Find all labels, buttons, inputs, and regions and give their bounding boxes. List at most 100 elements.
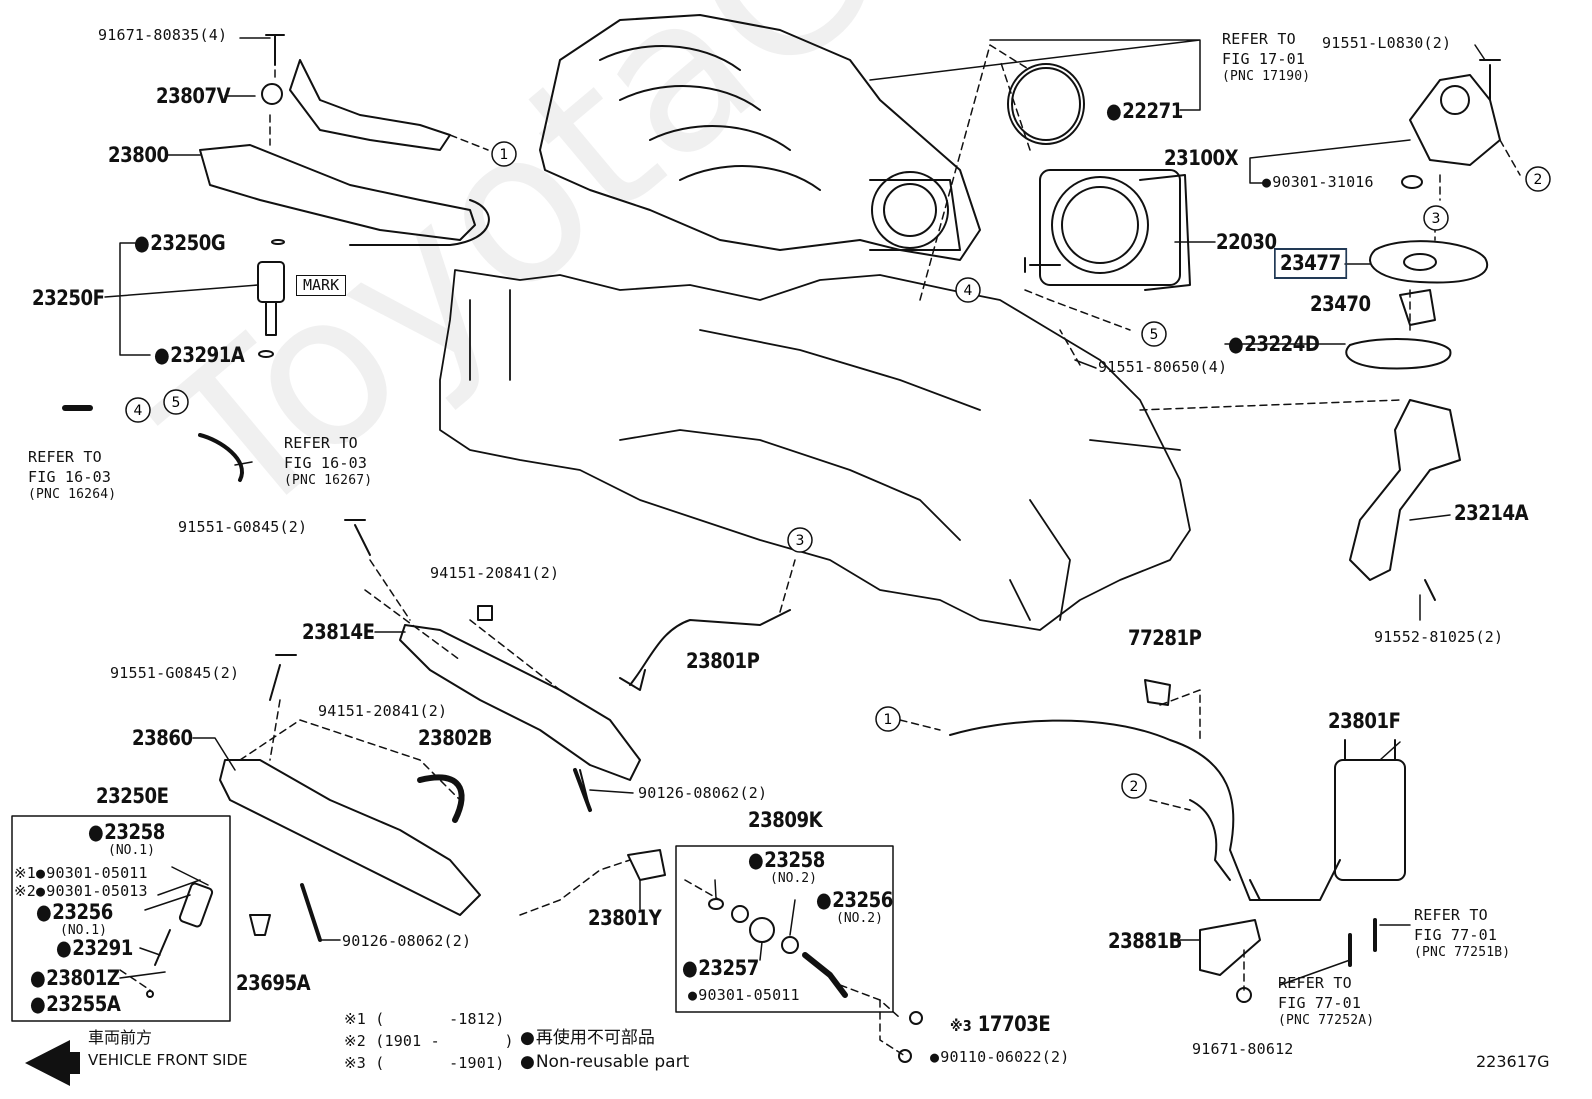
part-label-22271[interactable]: 22271 <box>1106 101 1183 122</box>
part-label-91551-g0845-b[interactable]: 91551-G0845(2) <box>110 664 240 682</box>
part-label-23814e[interactable]: 23814E <box>302 620 375 644</box>
ref-line: REFER TO <box>284 434 358 452</box>
gasket-23224d-drawing <box>1345 338 1452 370</box>
fuel-hose-drawing <box>417 774 465 823</box>
part-number-text: 17703E <box>977 1012 1051 1036</box>
part-label-91671-80612[interactable]: 91671-80612 <box>1192 1040 1294 1058</box>
part-label-23256-no1[interactable]: 23256 <box>36 902 113 923</box>
part-label-90110-06022[interactable]: 90110-06022(2) <box>930 1050 1069 1065</box>
ref-line: (PNC 77251B) <box>1414 945 1511 960</box>
part-label-90126-08062-a[interactable]: 90126-08062(2) <box>638 784 768 802</box>
part-label-23214a[interactable]: 23214A <box>1454 501 1529 525</box>
part-label-91552-81025[interactable]: 91552-81025(2) <box>1374 628 1504 646</box>
fuel-rail-upper-drawing <box>199 34 490 246</box>
injector-upper-drawing <box>257 239 285 358</box>
part-label-23860[interactable]: 23860 <box>132 726 193 750</box>
part-label-23257[interactable]: 23257 <box>682 958 759 979</box>
part-label-23809k[interactable]: 23809K <box>748 808 823 832</box>
svg-text:3: 3 <box>1432 211 1441 227</box>
mark-x1: ※1 <box>14 864 36 882</box>
ref-line: FIG 17-01 <box>1222 49 1306 68</box>
part-label-23801f[interactable]: 23801F <box>1328 709 1401 733</box>
kit-box-23250e <box>11 815 231 1022</box>
part-label-23807v[interactable]: 23807V <box>156 84 231 108</box>
callout-1-bottom: 1 <box>874 705 902 736</box>
part-label-90301-05013[interactable]: ※290301-05013 <box>14 882 148 900</box>
part-label-23256-no2[interactable]: 23256 <box>816 890 893 911</box>
part-label-23801p[interactable]: 23801P <box>686 649 760 673</box>
mark-x2: ※2 <box>14 882 36 900</box>
part-label-23250e[interactable]: 23250E <box>96 784 169 808</box>
part-label-17703e[interactable]: ※3 17703E <box>950 1012 1051 1036</box>
callout-3-top: 3 <box>1422 204 1450 235</box>
part-label-23881b[interactable]: 23881B <box>1108 929 1183 953</box>
part-label-90301-31016[interactable]: 90301-31016 <box>1262 175 1374 190</box>
ref-line: (PNC 77252A) <box>1278 1013 1375 1028</box>
part-label-91551-80650[interactable]: 91551-80650(4) <box>1098 358 1228 376</box>
figure-id: 223617G <box>1476 1052 1550 1071</box>
part-label-94151-20841-b[interactable]: 94151-20841(2) <box>318 702 448 720</box>
part-label-90301-05011-a[interactable]: ※190301-05011 <box>14 864 148 882</box>
svg-text:5: 5 <box>172 395 181 411</box>
part-label-23801z[interactable]: 23801Z <box>30 968 120 989</box>
fuel-pump-drawing <box>1401 59 1501 189</box>
part-label-23291a[interactable]: 23291A <box>154 345 245 366</box>
ref-line: (PNC 16267) <box>284 473 373 488</box>
ref-line: FIG 16-03 <box>28 467 112 486</box>
part-number-text: 90301-05013 <box>36 882 148 900</box>
part-label-23477-highlighted[interactable]: 23477 <box>1274 248 1347 279</box>
legend-en: Non-reusable part <box>520 1054 689 1071</box>
svg-text:2: 2 <box>1534 172 1543 188</box>
part-label-23224d[interactable]: 23224D <box>1228 334 1320 355</box>
part-label-23255a[interactable]: 23255A <box>30 994 121 1015</box>
callout-4-top: 4 <box>954 276 982 307</box>
part-label-23291[interactable]: 23291 <box>56 938 133 959</box>
ref-line: REFER TO <box>1278 974 1352 992</box>
ref-line: FIG 16-03 <box>284 453 368 472</box>
part-note-no1-a: (NO.1) <box>108 843 155 858</box>
part-label-23100x[interactable]: 23100X <box>1164 146 1239 170</box>
part-label-23800[interactable]: 23800 <box>108 143 169 167</box>
part-label-23258-no2[interactable]: 23258 <box>748 850 825 871</box>
lifter-drawing <box>1399 289 1436 326</box>
part-label-23802b[interactable]: 23802B <box>418 726 493 750</box>
footnote-3: ※3 ( -1901) <box>344 1054 505 1072</box>
part-label-91551-g0845-a[interactable]: 91551-G0845(2) <box>178 518 308 536</box>
part-label-22030[interactable]: 22030 <box>1216 230 1277 254</box>
callout-5-left: 5 <box>162 388 190 419</box>
part-label-23250f[interactable]: 23250F <box>32 286 105 310</box>
ref-line: (PNC 17190) <box>1222 69 1311 84</box>
part-label-91671-80835[interactable]: 91671-80835(4) <box>98 26 228 44</box>
intake-manifold-drawing <box>539 14 981 261</box>
part-label-94151-20841-a[interactable]: 94151-20841(2) <box>430 564 560 582</box>
part-label-23250g[interactable]: 23250G <box>134 233 226 254</box>
clip-drawing <box>249 914 271 936</box>
part-label-23470[interactable]: 23470 <box>1310 292 1371 316</box>
part-label-23258-no1[interactable]: 23258 <box>88 822 165 843</box>
part-note-no2-b: (NO.2) <box>836 911 883 926</box>
svg-text:4: 4 <box>134 403 143 419</box>
clip-77281p-drawing <box>1144 679 1171 706</box>
part-note-no1-b: (NO.1) <box>60 923 107 938</box>
flange-23801y-drawing <box>627 849 666 881</box>
part-label-90301-05011-b[interactable]: 90301-05011 <box>688 988 800 1003</box>
part-label-23801y[interactable]: 23801Y <box>588 906 662 930</box>
part-label-77281p[interactable]: 77281P <box>1128 626 1202 650</box>
callout-2-top: 2 <box>1524 165 1552 196</box>
part-label-91551-l0830[interactable]: 91551-L0830(2) <box>1322 34 1452 52</box>
fuel-line-23801f-drawing <box>949 719 1406 901</box>
ref-line: FIG 77-01 <box>1414 925 1498 944</box>
part-label-90126-08062-b[interactable]: 90126-08062(2) <box>342 932 472 950</box>
ref-line: REFER TO <box>1414 906 1488 924</box>
part-label-23695a[interactable]: 23695A <box>236 971 311 995</box>
delivery-pipe-23860-drawing <box>219 654 481 916</box>
gasket-ring-drawing <box>1007 63 1085 145</box>
svg-text:4: 4 <box>964 283 973 299</box>
